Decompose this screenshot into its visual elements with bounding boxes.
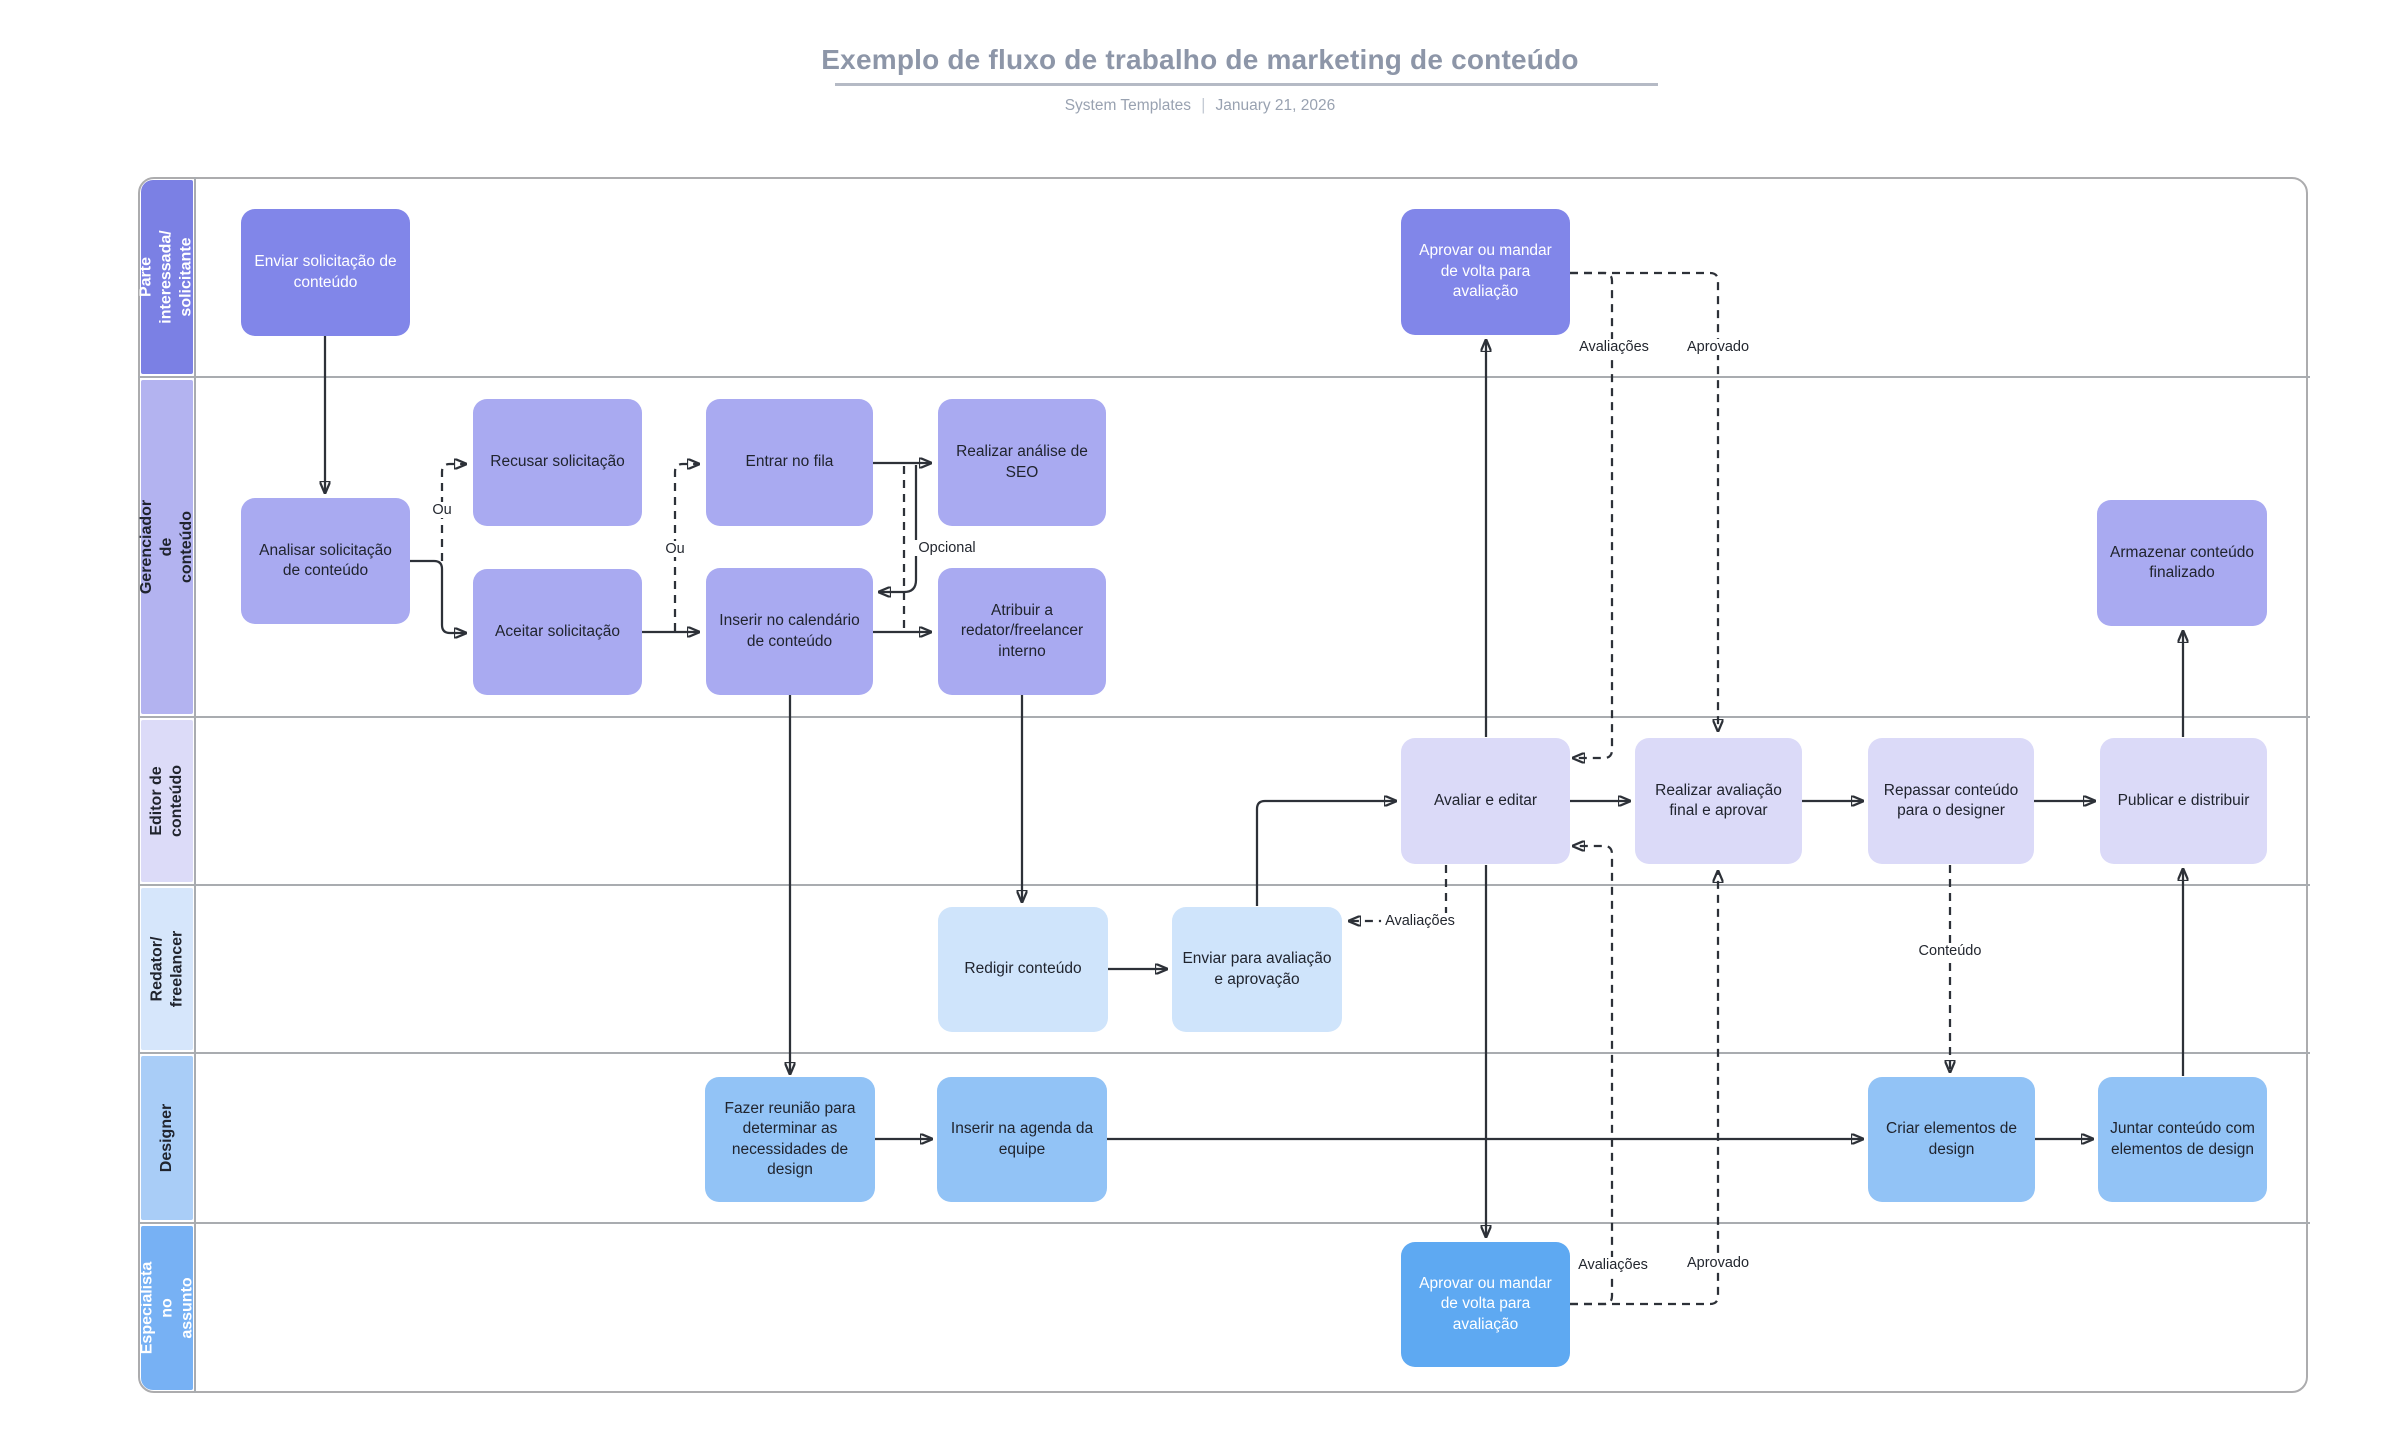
edge-label-avaliacoes-top[interactable]: Avaliações [1575, 339, 1653, 355]
node-entrar-no-fila[interactable]: Entrar no fila [706, 399, 873, 526]
node-enviar-solicitacao[interactable]: Enviar solicitação de conteúdo [241, 209, 410, 336]
lane-divider [138, 1052, 2310, 1054]
node-juntar-conteudo[interactable]: Juntar conteúdo com elementos de design [2098, 1077, 2267, 1202]
solid-connectors [325, 336, 2183, 1236]
node-redigir-conteudo[interactable]: Redigir conteúdo [938, 907, 1108, 1032]
edge-label-avaliacoes-bottom[interactable]: Avaliações [1574, 1257, 1652, 1273]
node-aceitar-solicitacao[interactable]: Aceitar solicitação [473, 569, 642, 695]
node-enviar-avaliacao[interactable]: Enviar para avaliação e aprovação [1172, 907, 1342, 1032]
lane-label-editor: Editor de conteúdo [141, 720, 193, 882]
page-title: Exemplo de fluxo de trabalho de marketin… [821, 44, 1579, 75]
node-recusar-solicitacao[interactable]: Recusar solicitação [473, 399, 642, 526]
edge-label-opcional[interactable]: Opcional [914, 540, 980, 556]
lane-label-gerenciador: Gerenciador de conteúdo [138, 380, 195, 714]
subtitle-separator: | [1201, 95, 1206, 114]
lane-label-redator: Redator/ freelancer [141, 888, 193, 1050]
lane-divider [138, 716, 2310, 718]
node-aprovar-ou-mandar-bottom[interactable]: Aprovar ou mandar de volta para avaliaçã… [1401, 1242, 1570, 1367]
lane-divider [138, 1222, 2310, 1224]
edge-label-ou-1[interactable]: Ou [428, 502, 456, 518]
node-analise-seo[interactable]: Realizar análise de SEO [938, 399, 1106, 526]
title-underline [835, 83, 1658, 86]
lane-label-divider [194, 177, 196, 1393]
node-inserir-calendario[interactable]: Inserir no calendário de conteúdo [706, 568, 873, 695]
node-inserir-agenda[interactable]: Inserir na agenda da equipe [937, 1077, 1107, 1202]
node-repassar-designer[interactable]: Repassar conteúdo para o designer [1868, 738, 2034, 864]
node-avaliar-e-editar[interactable]: Avaliar e editar [1401, 738, 1570, 864]
swimlane-frame [138, 177, 2308, 1393]
edge-label-avaliacoes-editor[interactable]: Avaliações [1381, 913, 1459, 929]
node-criar-elementos[interactable]: Criar elementos de design [1868, 1077, 2035, 1202]
node-aprovar-ou-mandar-top[interactable]: Aprovar ou mandar de volta para avaliaçã… [1401, 209, 1570, 335]
edge-label-conteudo[interactable]: Conteúdo [1914, 943, 1986, 959]
date: January 21, 2026 [1215, 97, 1336, 114]
node-atribuir-redator[interactable]: Atribuir a redator/freelancer interno [938, 568, 1106, 695]
edge-label-aprovado-top[interactable]: Aprovado [1682, 339, 1754, 355]
lane-divider [138, 376, 2310, 378]
node-avaliacao-final[interactable]: Realizar avaliação final e aprovar [1635, 738, 1802, 864]
lane-divider [138, 884, 2310, 886]
lane-label-especialista: Especialista no assunto [138, 1226, 195, 1390]
lane-label-designer: Designer [141, 1056, 193, 1220]
byline: System Templates [1064, 97, 1192, 114]
edge-label-aprovado-bottom[interactable]: Aprovado [1682, 1255, 1754, 1271]
node-publicar-distribuir[interactable]: Publicar e distribuir [2100, 738, 2267, 864]
edge-label-ou-2[interactable]: Ou [661, 541, 689, 557]
node-armazenar-conteudo[interactable]: Armazenar conteúdo finalizado [2097, 500, 2267, 626]
node-fazer-reuniao[interactable]: Fazer reunião para determinar as necessi… [705, 1077, 875, 1202]
node-analisar-solicitacao[interactable]: Analisar solicitação de conteúdo [241, 498, 410, 624]
subtitle: System Templates | January 21, 2026 [0, 95, 2400, 115]
lane-label-parte-interessada: Parte interessada/ solicitante [138, 180, 195, 374]
dashed-connectors [440, 271, 1950, 1306]
